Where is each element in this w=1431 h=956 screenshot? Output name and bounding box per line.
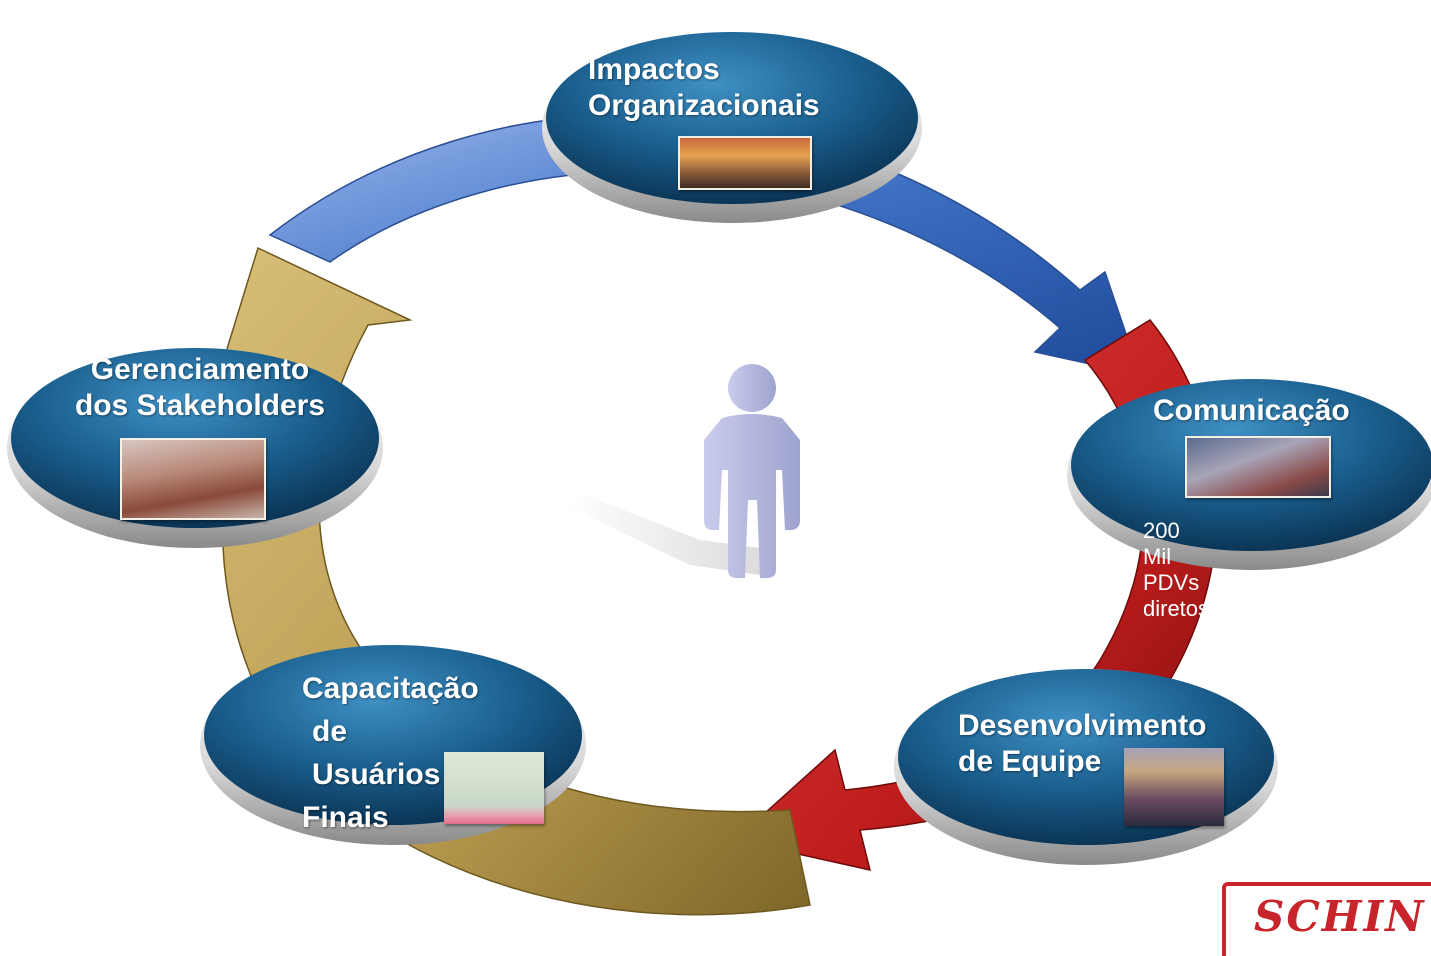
node-capacitacao-label-line1: Capacitação	[302, 672, 479, 705]
node-gerenciamento-label-line2: dos Stakeholders	[74, 389, 326, 422]
node-impactos-label-line2: Organizacionais	[588, 89, 820, 122]
node-desenvolvimento-label: Desenvolvimento de Equipe	[958, 708, 1206, 780]
person-icon	[704, 364, 800, 578]
node-impactos-shape	[542, 32, 922, 223]
node-gerenciamento-label: Gerenciamento dos Stakeholders	[50, 352, 350, 424]
comunicacao-thumbnail	[1185, 436, 1331, 498]
node-capacitacao-label-line3: Finais	[302, 800, 389, 834]
brand-logo: SCHIN	[1222, 882, 1431, 956]
impactos-thumbnail	[678, 136, 812, 190]
brand-logo-text: SCHIN	[1254, 892, 1426, 941]
person-shadow	[565, 495, 760, 575]
comunicacao-note: 200 Mil PDVs diretos	[1143, 518, 1210, 621]
node-capacitacao-label: Capacitação de Usuários Finais	[302, 668, 479, 840]
node-impactos-label: Impactos Organizacionais	[588, 52, 820, 124]
gerenciamento-thumbnail	[120, 438, 266, 520]
arrow-blue	[268, 113, 1142, 377]
node-gerenciamento-label-line1: Gerenciamento	[90, 353, 310, 386]
node-comunicacao-label: Comunicação	[1153, 394, 1350, 427]
node-desenvolvimento-label-line1: Desenvolvimento	[958, 709, 1207, 742]
node-impactos-label-line1: Impactos	[588, 53, 720, 86]
node-desenvolvimento-label-line2: de Equipe	[958, 745, 1102, 778]
node-capacitacao-label-line2: de Usuários	[312, 714, 441, 791]
desenvolvimento-thumbnail	[1124, 748, 1224, 826]
capacitacao-thumbnail	[444, 752, 544, 824]
